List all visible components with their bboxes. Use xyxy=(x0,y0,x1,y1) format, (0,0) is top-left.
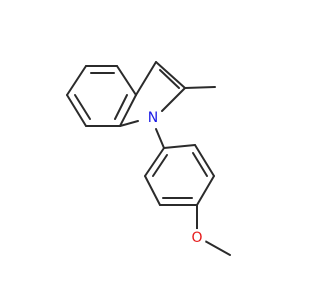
double-bond-inner xyxy=(159,69,180,89)
bond xyxy=(163,144,196,149)
bond xyxy=(194,144,215,177)
double-bond-inner xyxy=(114,94,128,120)
bond xyxy=(119,120,139,127)
bond xyxy=(116,65,137,96)
bond xyxy=(66,94,87,127)
methoxyphenyl-ring xyxy=(144,144,215,206)
bond xyxy=(161,87,186,112)
nitrogen-label: N xyxy=(148,110,158,126)
bond xyxy=(155,128,165,149)
indole-ring-system xyxy=(66,61,186,127)
atom-n: N xyxy=(144,109,162,127)
bond xyxy=(144,147,165,177)
bond xyxy=(144,175,161,206)
double-bond-inner xyxy=(192,152,208,177)
bond xyxy=(135,61,157,96)
bond xyxy=(204,240,231,256)
double-bond-inner xyxy=(74,94,91,120)
methyl-bond xyxy=(184,86,216,89)
bond xyxy=(196,175,215,206)
double-bond-inner xyxy=(152,154,168,177)
bond xyxy=(119,94,137,127)
bond xyxy=(155,61,186,89)
oxygen-label: O xyxy=(191,230,202,246)
structure-drawing: N O xyxy=(66,61,231,256)
bond xyxy=(66,65,87,96)
atom-o: O xyxy=(188,229,206,247)
